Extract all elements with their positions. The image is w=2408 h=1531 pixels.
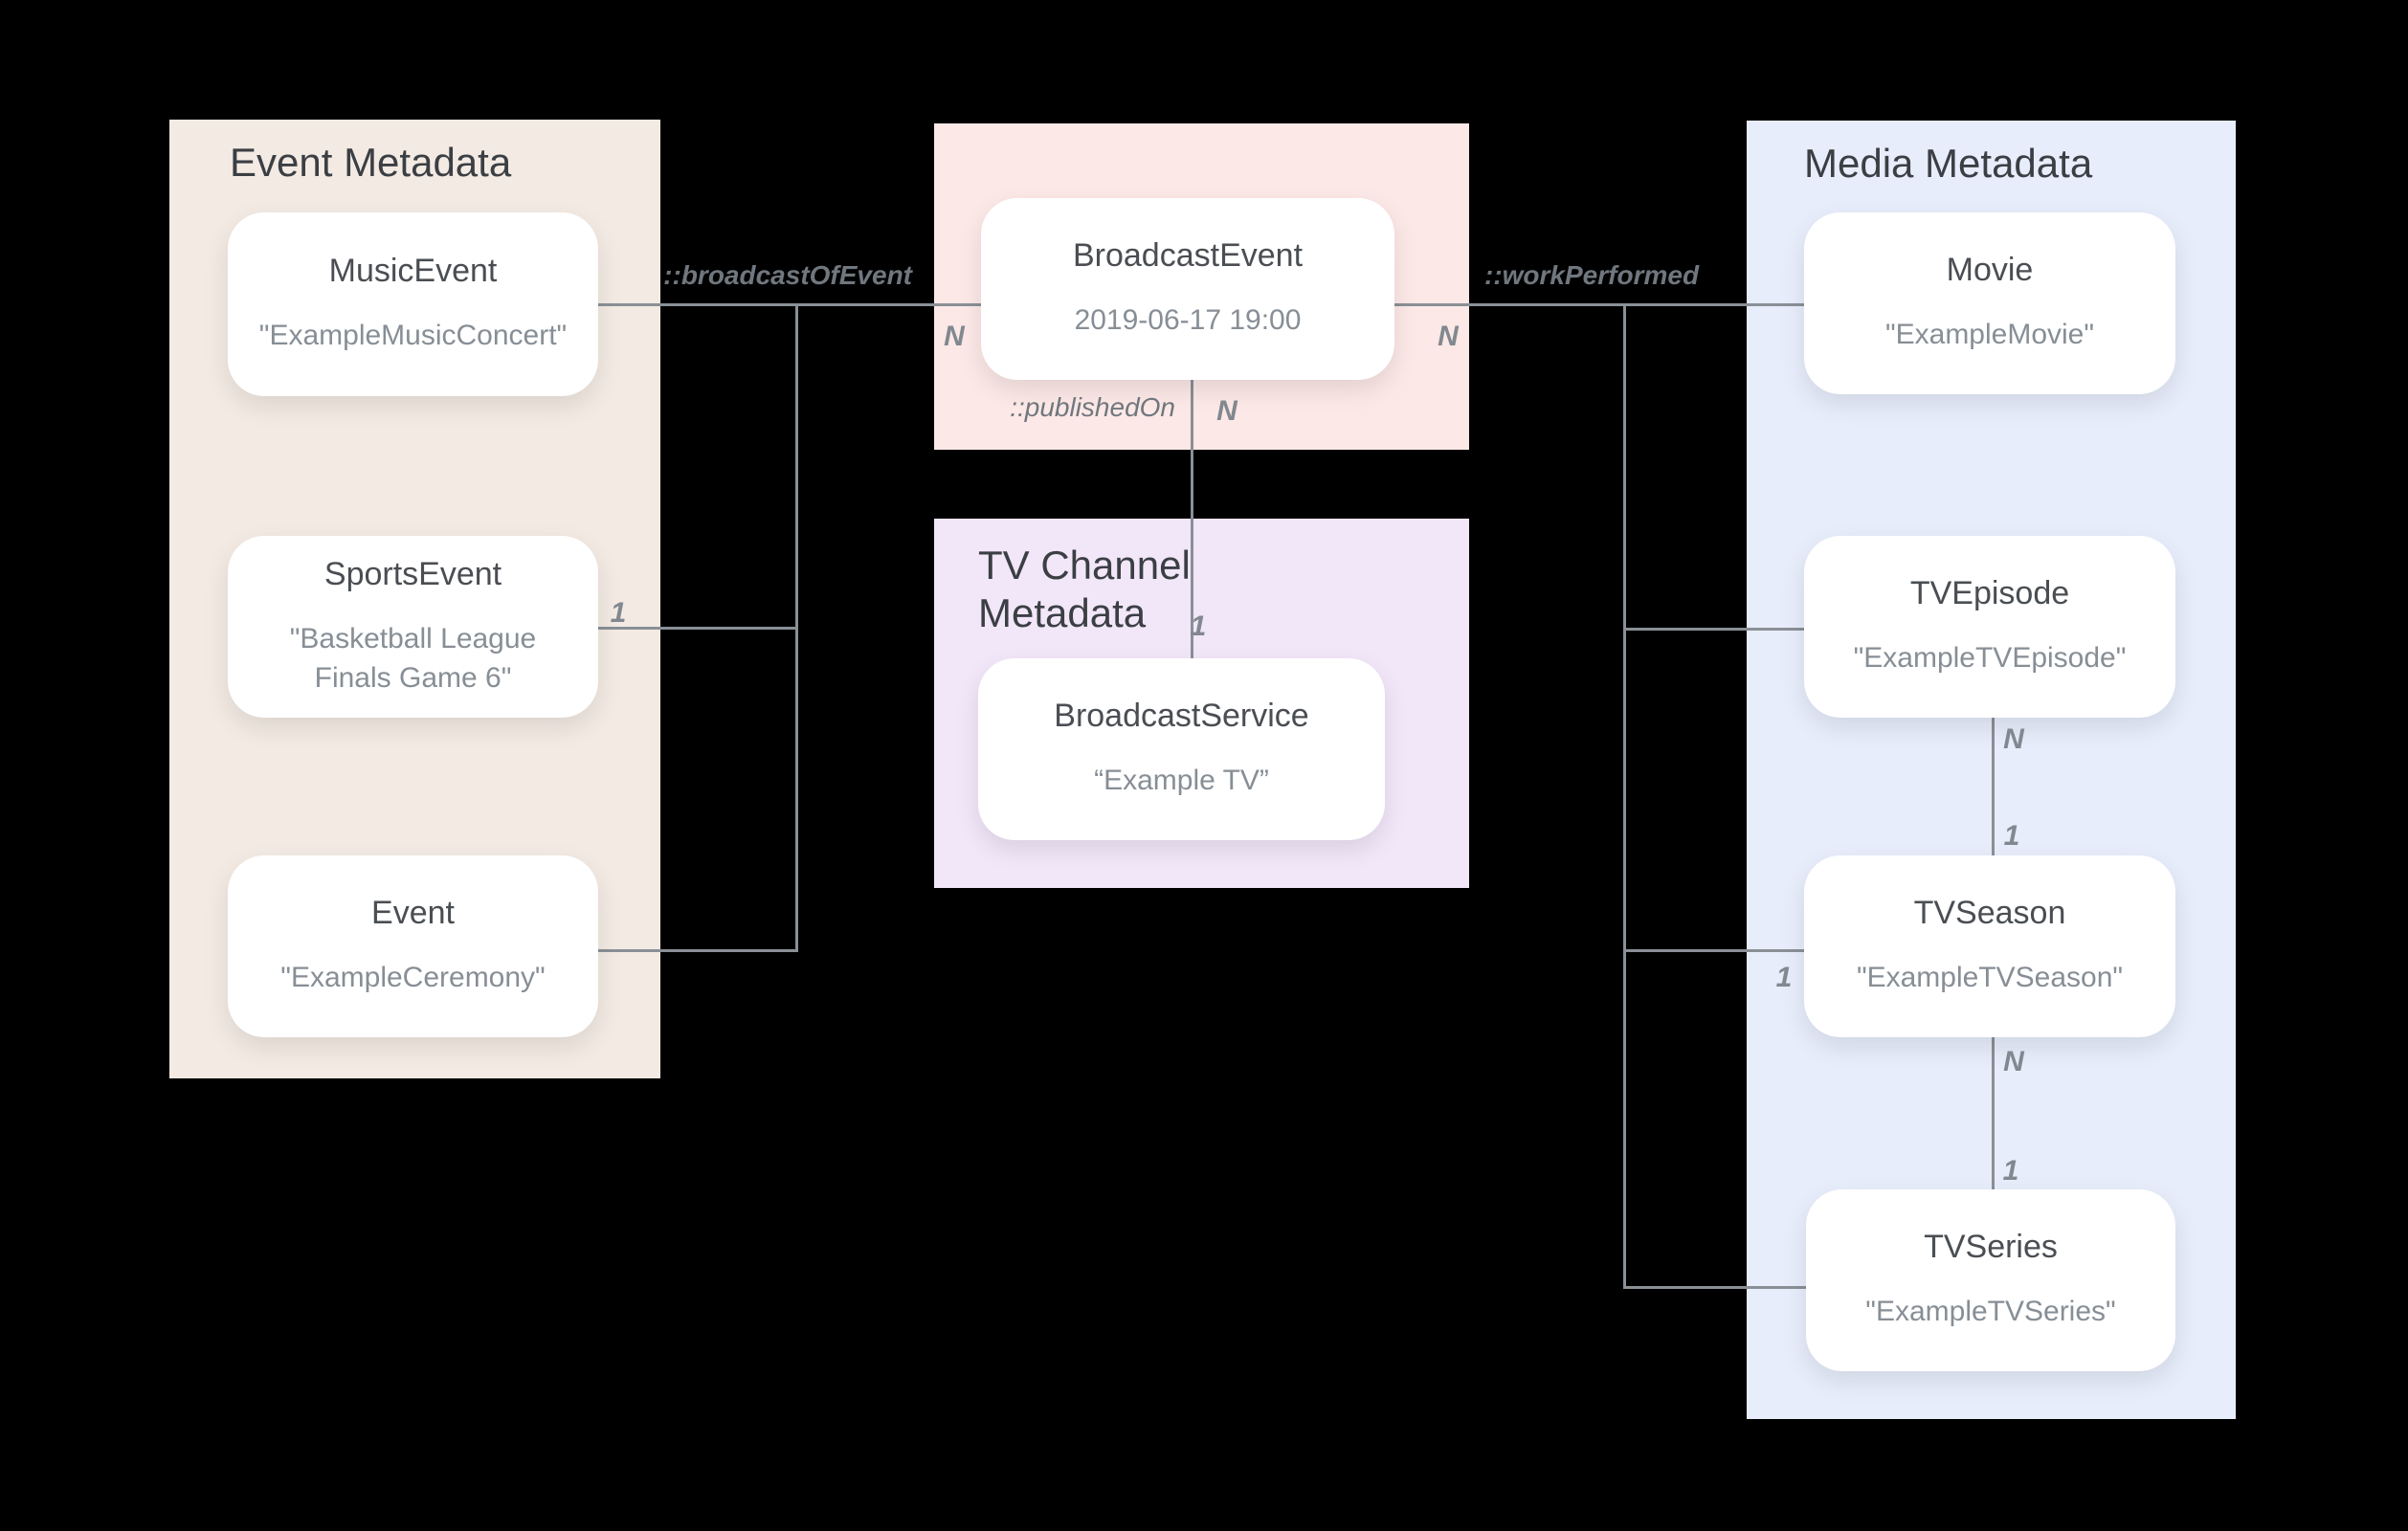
connector-tvepisode-tvseason <box>1992 716 1995 855</box>
cardinality-season-series-n: N <box>2003 1046 2024 1077</box>
node-value: "Basketball League Finals Game 6" <box>289 623 537 694</box>
relationship-label-publishedon: ::publishedOn <box>1010 392 1175 422</box>
node-value: "ExampleTVSeason" <box>1856 962 2124 994</box>
connector-musicevent-broadcastevent <box>598 303 981 306</box>
node-tvseries-card: TVSeries "ExampleTVSeries" <box>1806 1189 2175 1371</box>
node-title: BroadcastEvent <box>1072 237 1304 275</box>
node-sportsevent-card: SportsEvent "Basketball League Finals Ga… <box>228 536 598 718</box>
node-tvepisode-card: TVEpisode "ExampleTVEpisode" <box>1804 536 2175 718</box>
connector-events-trunk <box>795 303 798 952</box>
node-title: TVSeason <box>1913 895 2066 932</box>
cardinality-episode-season-1: 1 <box>2003 820 2020 852</box>
node-value: "ExampleTVEpisode" <box>1853 642 2127 675</box>
node-tvseason-card: TVSeason "ExampleTVSeason" <box>1804 855 2175 1037</box>
node-movie-card: Movie "ExampleMovie" <box>1804 212 2175 394</box>
cardinality-broadcastevent-left-n: N <box>944 321 965 352</box>
connector-broadcastevent-broadcastservice <box>1191 380 1193 658</box>
cardinality-episode-season-n: N <box>2003 723 2024 755</box>
node-title: BroadcastService <box>1054 698 1309 735</box>
node-title: Event <box>371 895 455 932</box>
connector-broadcastevent-movie <box>1394 303 1804 306</box>
connector-event-branch <box>598 949 796 952</box>
panel-title-event-metadata: Event Metadata <box>230 140 512 185</box>
cardinality-publishedon-n: N <box>1216 395 1237 427</box>
node-title: Movie <box>1946 252 2034 289</box>
node-title: TVEpisode <box>1909 575 2070 612</box>
node-title: TVSeries <box>1924 1229 2058 1266</box>
node-broadcastevent-card: BroadcastEvent 2019-06-17 19:00 <box>981 198 1394 380</box>
cardinality-broadcastservice-1: 1 <box>1190 610 1207 642</box>
panel-title-tv-channel-metadata: TV Channel Metadata <box>978 543 1191 636</box>
cardinality-season-left-1: 1 <box>1775 962 1793 993</box>
cardinality-season-series-1: 1 <box>2002 1155 2019 1187</box>
connector-sportsevent-branch <box>598 627 796 630</box>
node-value: "ExampleCeremony" <box>280 962 546 994</box>
connector-tvepisode-branch <box>1623 628 1804 631</box>
node-value: "ExampleMusicConcert" <box>258 320 568 352</box>
node-value: “Example TV” <box>1094 765 1269 797</box>
connector-tvseason-branch <box>1623 949 1806 952</box>
connector-tvseason-tvseries <box>1992 1036 1995 1189</box>
node-value: "ExampleTVSeries" <box>1865 1296 2116 1328</box>
node-event-card: Event "ExampleCeremony" <box>228 855 598 1037</box>
relationship-label-workperformed: ::workPerformed <box>1484 260 1700 290</box>
node-title: MusicEvent <box>328 253 498 290</box>
node-value: "ExampleMovie" <box>1884 319 2095 351</box>
relationship-label-broadcastofevent: ::broadcastOfEvent <box>663 260 912 290</box>
node-value: 2019-06-17 19:00 <box>1074 304 1302 337</box>
panel-title-media-metadata: Media Metadata <box>1804 141 2093 186</box>
node-title: SportsEvent <box>323 556 502 592</box>
cardinality-sportsevent-1: 1 <box>610 597 627 629</box>
connector-media-trunk <box>1623 303 1626 1289</box>
node-musicevent-card: MusicEvent "ExampleMusicConcert" <box>228 212 598 396</box>
node-broadcastservice-card: BroadcastService “Example TV” <box>978 658 1385 840</box>
connector-tvseries-branch <box>1623 1286 1806 1289</box>
cardinality-broadcastevent-right-n: N <box>1438 321 1459 352</box>
